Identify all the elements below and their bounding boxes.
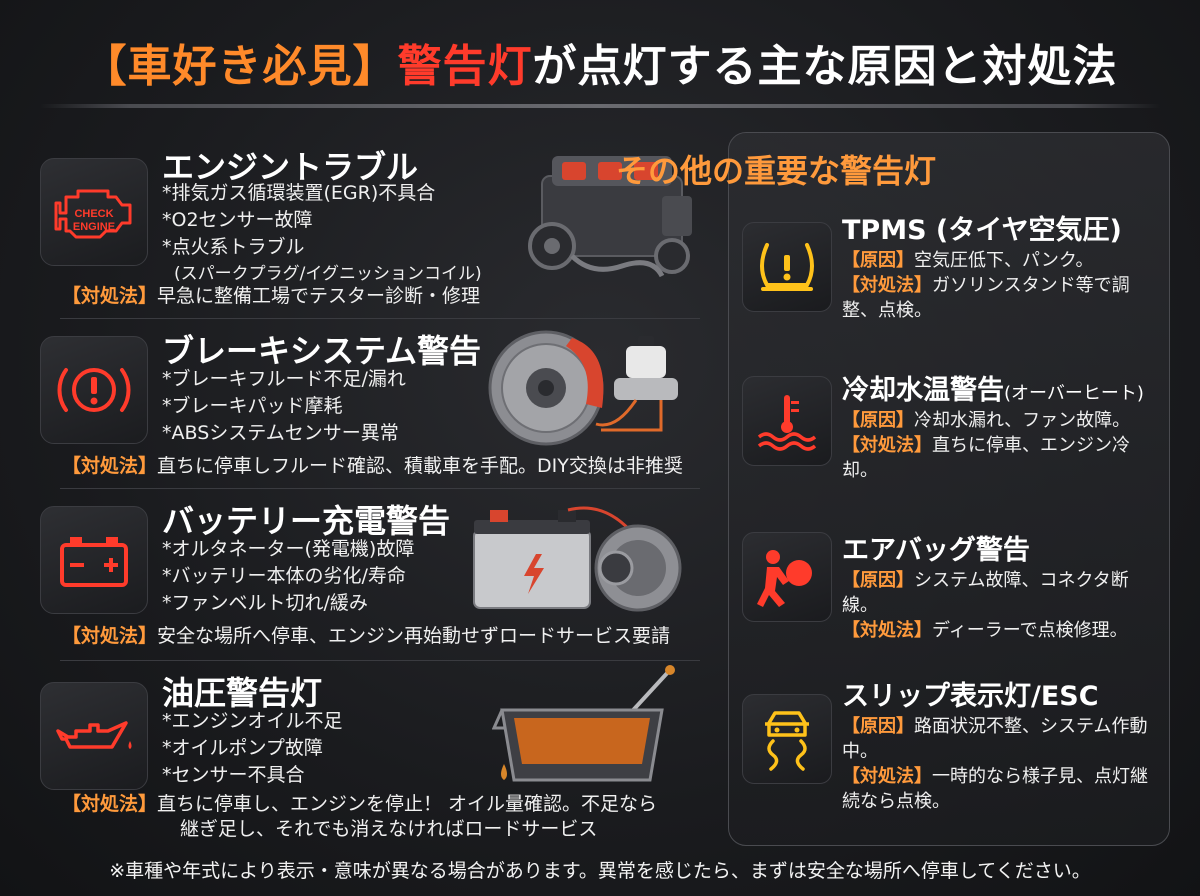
cause-tag: 【原因】 (842, 410, 914, 431)
cause-list: *オルタネーター(発電機)故障 *バッテリー本体の劣化/寿命 *ファンベルト切れ… (162, 536, 414, 617)
cause-item: *オイルポンプ故障 (162, 737, 323, 759)
cause-item: *点火系トラブル (162, 236, 305, 258)
action-line: 【対処法】早急に整備工場でテスター診断・修理 (62, 284, 480, 309)
action-tag: 【対処法】 (842, 275, 932, 296)
cause-item: *バッテリー本体の劣化/寿命 (162, 565, 406, 587)
section-title: ブレーキシステム警告 (162, 332, 482, 370)
cause-text: 冷却水漏れ、ファン故障。 (914, 410, 1131, 431)
section-divider (60, 660, 700, 661)
panel-title: その他の重要な警告灯 (615, 152, 936, 190)
title-bracket: 【車好き必見】 (82, 41, 398, 92)
cause-item: *ABSシステムセンサー異常 (162, 422, 399, 444)
airbag-icon (742, 532, 832, 622)
title-rest: が点灯する主な原因と対処法 (532, 41, 1118, 92)
cause-tag: 【原因】 (842, 570, 914, 591)
tpms-icon (742, 222, 832, 312)
action-text: 直ちに停車、エンジン冷却。 (842, 435, 1130, 481)
action-tag: 【対処法】 (842, 435, 932, 456)
title-accent: 警告灯 (397, 41, 533, 92)
action-text: 一時的なら様子見、点灯継続なら点検。 (842, 766, 1148, 812)
cause-tag: 【原因】 (842, 716, 914, 737)
cause-item: *O2センサー故障 (162, 209, 313, 231)
section-divider (60, 318, 700, 319)
airbag-title: エアバッグ警告 (842, 535, 1030, 566)
action-text-cont: 継ぎ足し、それでも消えなければロードサービス (180, 818, 598, 840)
coolant-title: 冷却水温警告(オーバーヒート) (842, 368, 1144, 407)
action-text: 早急に整備工場でテスター診断・修理 (157, 285, 481, 307)
cause-item: *ブレーキフルード不足/漏れ (162, 368, 406, 390)
section-title: 油圧警告灯 (162, 674, 323, 712)
battery-alternator-illustration (468, 498, 688, 632)
action-tag: 【対処法】 (62, 793, 158, 815)
cause-list: *ブレーキフルード不足/漏れ *ブレーキパッド摩耗 *ABSシステムセンサー異常 (162, 366, 406, 447)
cause-tag: 【原因】 (842, 250, 914, 271)
check-engine-icon: CHECK ENGINE (40, 158, 148, 266)
section-battery: バッテリー充電警告 *オルタネーター(発電機)故障 *バッテリー本体の劣化/寿命… (40, 498, 720, 658)
cause-item: *ブレーキパッド摩耗 (162, 395, 343, 417)
brake-illustration (486, 322, 696, 456)
section-title: エンジントラブル (162, 148, 419, 186)
coolant-temperature-icon (742, 376, 832, 466)
esc-description: 【原因】路面状況不整、システム作動中。 【対処法】一時的なら様子見、点灯継続なら… (842, 714, 1160, 814)
section-engine: CHECK ENGINE エンジントラブル *排気ガス循環装置(EGR)不具合 … (40, 148, 720, 310)
engine-illustration (512, 136, 712, 300)
section-divider (60, 488, 700, 489)
section-title: バッテリー充電警告 (162, 502, 451, 540)
section-oil: 油圧警告灯 *エンジンオイル不足 *オイルポンプ故障 *センサー不具合 【対処法… (40, 668, 720, 848)
action-text: 直ちに停車し、エンジンを停止！ オイル量確認。不足なら (157, 793, 658, 815)
esc-title: スリップ表示灯/ESC (842, 681, 1099, 712)
tpms-title: TPMS (タイヤ空気圧) (842, 215, 1122, 246)
engine-text: ENGINE (73, 221, 115, 233)
cause-text: システム故障、コネクタ断線。 (842, 570, 1129, 616)
cause-item: *排気ガス循環装置(EGR)不具合 (162, 182, 436, 204)
action-text: 安全な場所へ停車、エンジン再始動せずロードサービス要請 (157, 625, 671, 647)
cause-item: *エンジンオイル不足 (162, 710, 343, 732)
action-text: 直ちに停車しフルード確認、積載車を手配。DIY交換は非推奨 (157, 455, 683, 477)
cause-item: *オルタネーター(発電機)故障 (162, 538, 415, 560)
action-line: 【対処法】直ちに停車しフルード確認、積載車を手配。DIY交換は非推奨 (62, 454, 683, 479)
page-title: 【車好き必見】警告灯が点灯する主な原因と対処法 (0, 30, 1200, 94)
cause-list: *エンジンオイル不足 *オイルポンプ故障 *センサー不具合 (162, 708, 343, 789)
title-divider (40, 104, 1160, 108)
action-text: ガソリンスタンド等で調整、点検。 (842, 275, 1130, 321)
cause-item: *ファンベルト切れ/緩み (162, 592, 368, 614)
oil-pressure-icon (40, 682, 148, 790)
esc-slip-icon (742, 694, 832, 784)
action-tag: 【対処法】 (62, 455, 158, 477)
action-line: 【対処法】安全な場所へ停車、エンジン再始動せずロードサービス要請 (62, 624, 670, 649)
oil-pan-illustration (491, 664, 692, 798)
action-tag: 【対処法】 (842, 766, 932, 787)
battery-warning-icon (40, 506, 148, 614)
action-text: ディーラーで点検修理。 (932, 620, 1128, 641)
coolant-title-sub: (オーバーヒート) (1004, 383, 1144, 404)
airbag-description: 【原因】システム故障、コネクタ断線。 【対処法】ディーラーで点検修理。 (842, 568, 1160, 643)
cause-item: *センサー不具合 (162, 764, 305, 786)
coolant-description: 【原因】冷却水漏れ、ファン故障。 【対処法】直ちに停車、エンジン冷却。 (842, 408, 1160, 483)
cause-list: *排気ガス循環装置(EGR)不具合 *O2センサー故障 *点火系トラブル (スパ… (162, 180, 482, 288)
tpms-description: 【原因】空気圧低下、パンク。 【対処法】ガソリンスタンド等で調整、点検。 (842, 248, 1160, 323)
action-tag: 【対処法】 (62, 285, 158, 307)
action-tag: 【対処法】 (842, 620, 932, 641)
check-text: CHECK (74, 208, 113, 220)
action-tag: 【対処法】 (62, 625, 158, 647)
cause-text: 路面状況不整、システム作動中。 (842, 716, 1148, 762)
coolant-title-main: 冷却水温警告 (842, 375, 1004, 406)
action-block: 【対処法】直ちに停車し、エンジンを停止！ オイル量確認。不足なら 継ぎ足し、それ… (62, 792, 657, 842)
section-brake: ブレーキシステム警告 *ブレーキフルード不足/漏れ *ブレーキパッド摩耗 *AB… (40, 328, 720, 488)
cause-text: 空気圧低下、パンク。 (914, 250, 1094, 271)
cause-subitem: (スパークプラグ/イグニッションコイル) (174, 264, 482, 284)
brake-warning-icon (40, 336, 148, 444)
footer-note: ※車種や年式により表示・意味が異なる場合があります。異常を感じたら、まずは安全な… (109, 860, 1091, 882)
